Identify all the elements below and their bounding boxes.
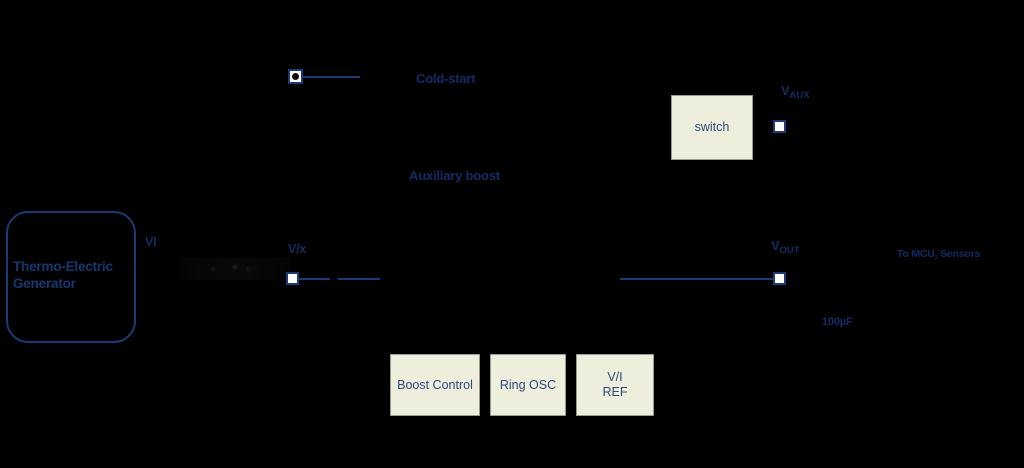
load-destination-label: To MCU, Sensors	[897, 248, 981, 260]
v-aux-label-main: V	[781, 83, 790, 98]
switch-label: switch	[694, 120, 730, 134]
v-in-label: VI	[145, 235, 157, 249]
vi-ref-label-line2: REF	[602, 385, 628, 399]
cold-start-label: Cold-start	[416, 71, 476, 86]
generator-label-line2: Generator	[13, 276, 76, 291]
v-out-label-main: V	[771, 238, 780, 253]
ring-osc-block[interactable]: Ring OSC	[490, 354, 566, 416]
inductor-artwork	[180, 258, 290, 280]
generator-label: Thermo-Electric Generator	[13, 258, 129, 292]
generator-label-line1: Thermo-Electric	[13, 259, 113, 274]
vaux-node-icon[interactable]	[773, 120, 786, 133]
boost-control-block[interactable]: Boost Control	[390, 354, 480, 416]
v-out-label-subscript: OUT	[779, 245, 800, 256]
vx-label: V/x	[288, 242, 307, 256]
ring-osc-label: Ring OSC	[499, 377, 557, 392]
vx-wire-segment-2	[338, 278, 380, 280]
thermo-electric-generator-block[interactable]	[6, 211, 136, 343]
v-out-label: VOUT	[771, 238, 800, 256]
output-capacitor-label: 100µF	[822, 316, 853, 328]
cold-start-node-icon[interactable]	[288, 69, 303, 84]
v-aux-label-subscript: AUX	[789, 90, 810, 101]
vout-wire	[620, 278, 774, 280]
vout-node-icon[interactable]	[773, 272, 786, 285]
boost-control-label: Boost Control	[397, 377, 473, 392]
switch-block[interactable]: switch	[671, 95, 753, 160]
v-aux-label: VAUX	[781, 83, 810, 101]
vi-ref-label-line1: V/I	[607, 370, 623, 384]
auxiliary-boost-label: Auxiliary boost	[409, 168, 500, 183]
vx-wire-segment-1	[298, 278, 330, 280]
cold-start-wire	[302, 76, 360, 78]
